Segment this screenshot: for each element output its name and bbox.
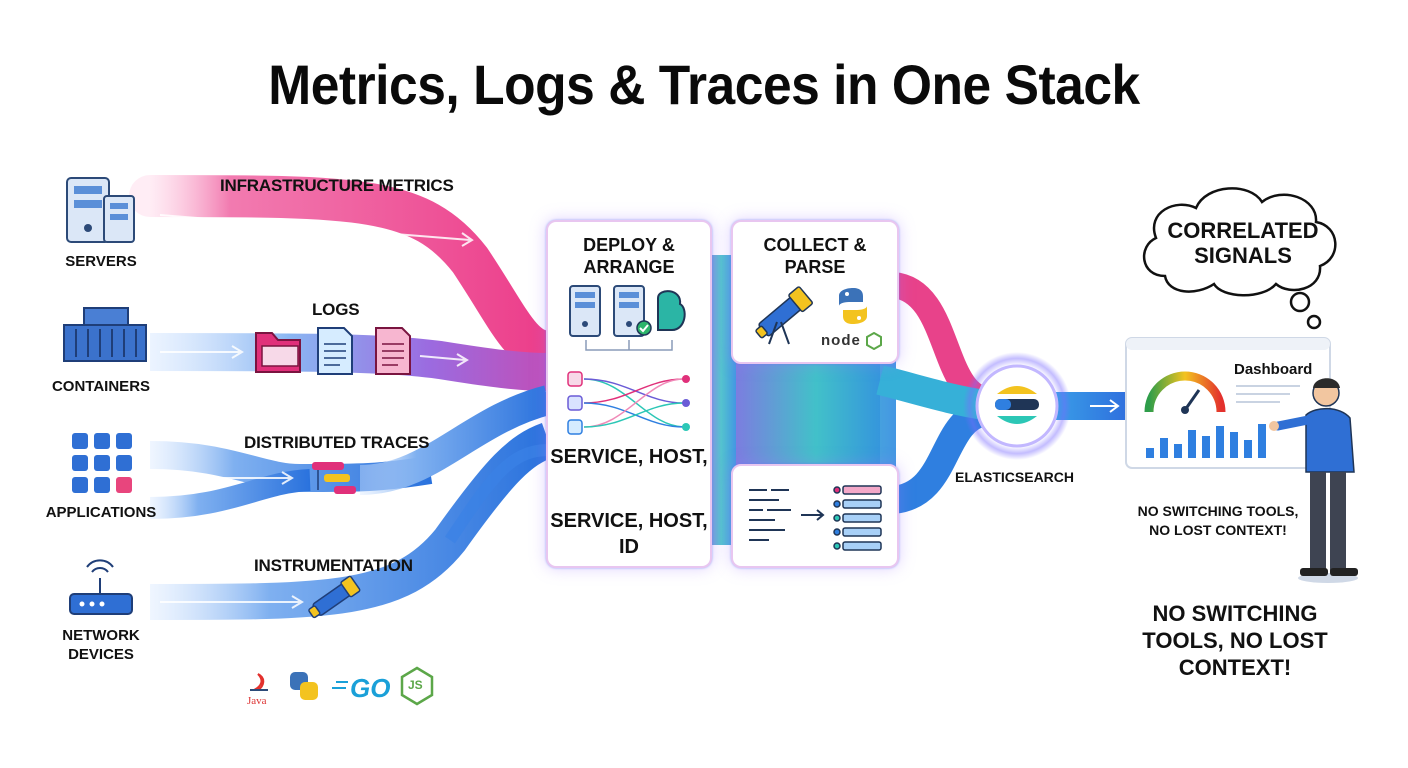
service-host-label: SERVICE, HOST,	[550, 446, 708, 468]
python-icon	[290, 672, 318, 700]
person-illustration	[1269, 378, 1358, 583]
elasticsearch-icon	[995, 386, 1039, 424]
telescope-icon	[308, 575, 361, 619]
thought-cloud	[1142, 187, 1337, 330]
instrumentation-label: INSTRUMENTATION	[254, 556, 413, 575]
go-label: GO	[350, 673, 391, 703]
java-label: Java	[247, 695, 267, 707]
python-icon	[839, 288, 867, 324]
java-icon	[250, 673, 268, 691]
document-icon	[375, 327, 411, 375]
js-label: JS	[408, 678, 423, 692]
nodejs-icon	[866, 332, 882, 350]
dashboard-window	[1125, 337, 1331, 469]
containers-label: CONTAINERS	[51, 378, 151, 395]
collect-parse-title: COLLECT & PARSE	[763, 235, 867, 277]
tagline-small: NO SWITCHING TOOLS, NO LOST CONTEXT!	[1137, 503, 1299, 538]
router-icon	[69, 559, 133, 615]
log-parse-icon	[749, 485, 882, 551]
deploy-arrange-title: DEPLOY & ARRANGE	[583, 235, 675, 277]
infrastructure-metrics-label: INFRASTRUCTURE METRICS	[220, 176, 454, 195]
nodejs-label: node	[821, 332, 861, 349]
telescope-icon	[755, 286, 813, 345]
parse-output-box	[731, 464, 899, 568]
elasticsearch-label: ELASTICSEARCH	[955, 469, 1075, 485]
correlated-signals-label: CORRELATED SIGNALS	[1167, 218, 1319, 268]
servers-label: SERVERS	[65, 253, 137, 270]
collect-parse-box: COLLECT & PARSE	[731, 220, 899, 364]
container-icon	[63, 307, 147, 362]
service-host-id-label: SERVICE, HOST, ID	[550, 510, 708, 558]
applications-label: APPLICATIONS	[45, 504, 157, 521]
dashboard-title: Dashboard	[1234, 361, 1313, 378]
logs-label: LOGS	[312, 300, 360, 319]
folder-icon	[255, 332, 301, 373]
trace-span-icon	[312, 462, 356, 494]
distributed-traces-label: DISTRIBUTED TRACES	[244, 433, 430, 452]
network-devices-label: NETWORK DEVICES	[62, 627, 140, 663]
tagline-big: NO SWITCHING TOOLS, NO LOST CONTEXT!	[1142, 601, 1328, 680]
go-icon	[332, 681, 348, 689]
document-icon	[317, 327, 353, 375]
app-grid-icon	[72, 433, 132, 493]
server-cluster-icon	[569, 285, 686, 351]
page-title: Metrics, Logs & Traces in One Stack	[268, 53, 1140, 116]
server-icon	[66, 177, 135, 243]
service-map-icon	[567, 371, 690, 435]
deploy-arrange-box: DEPLOY & ARRANGE SERVICE, HOST, SERVICE,…	[546, 220, 712, 568]
nodejs-icon	[400, 666, 434, 706]
